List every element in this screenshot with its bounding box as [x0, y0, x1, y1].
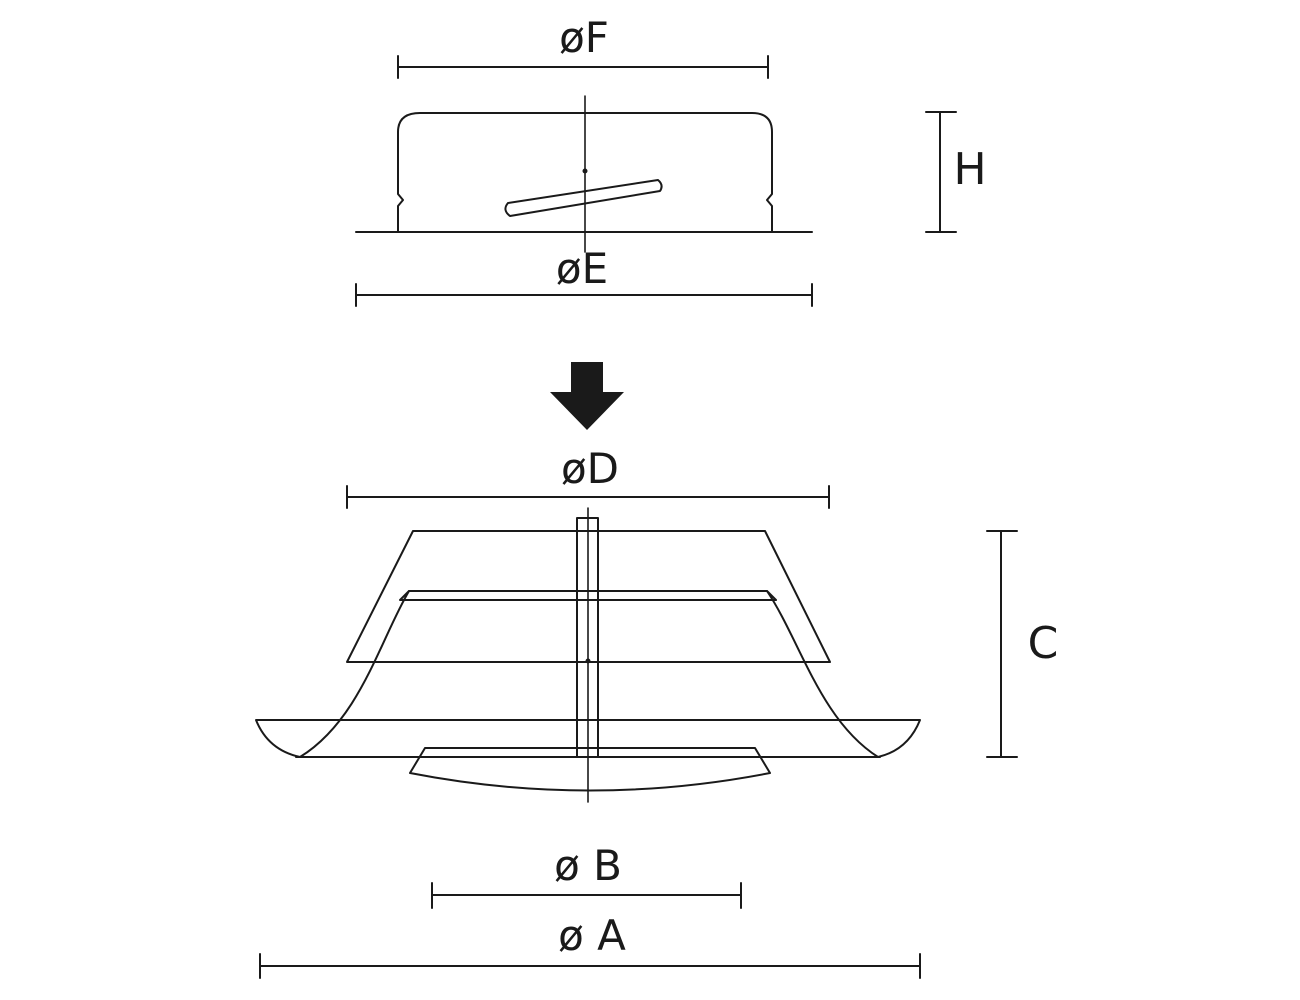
collar-part: øF H øE — [355, 13, 987, 307]
collar-center-dot — [582, 168, 588, 174]
top-cone — [346, 530, 831, 663]
dim-label-f: øF — [559, 13, 609, 62]
diffuser-part: øD C ø B — [255, 444, 1059, 979]
dim-label-c: C — [1028, 618, 1059, 669]
middle-cone-right-flare — [766, 590, 879, 758]
down-arrow-icon — [550, 362, 624, 430]
dim-label-b: ø B — [554, 841, 622, 890]
dim-line-h — [925, 111, 957, 233]
dim-label-h: H — [953, 144, 986, 195]
collar-slot — [504, 179, 663, 217]
dim-label-d: øD — [561, 444, 619, 493]
dim-line-d — [346, 485, 830, 509]
dim-line-c — [986, 530, 1018, 758]
middle-cone — [399, 590, 777, 601]
dim-line-e — [355, 283, 813, 307]
bottom-plate — [409, 747, 771, 792]
dim-line-f — [397, 55, 769, 79]
diffuser-center-dot — [585, 658, 591, 664]
collar-body — [397, 112, 773, 233]
middle-cone-left-flare — [299, 590, 410, 758]
dim-line-b — [431, 882, 742, 909]
dim-line-a — [259, 953, 921, 979]
dim-label-a: ø A — [558, 911, 626, 960]
dim-label-e: øE — [556, 244, 608, 293]
